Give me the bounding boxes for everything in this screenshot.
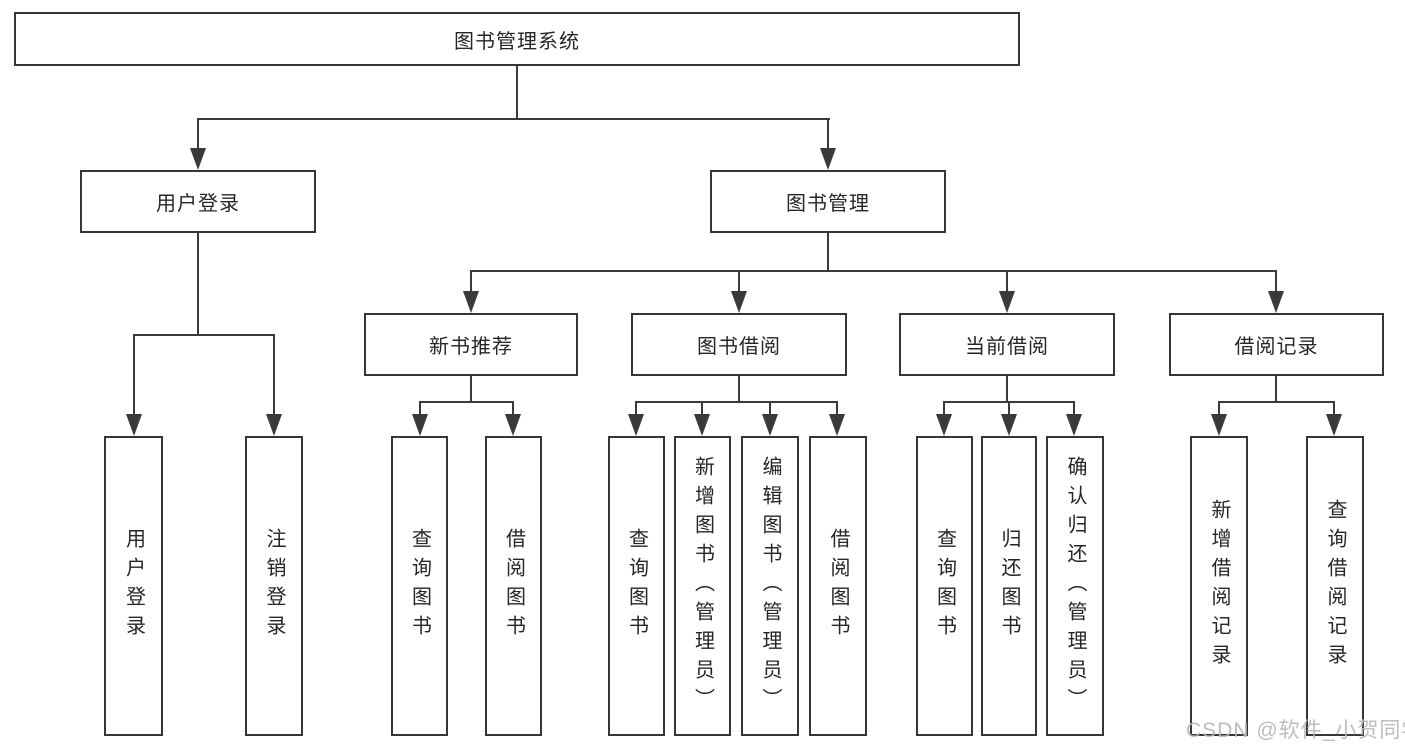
node-book-borrowing: 图书借阅 (631, 313, 847, 376)
leaf-query-books-recommend: 查询图书 (391, 436, 448, 736)
leaf-query-books-borrowing: 查询图书 (608, 436, 665, 736)
leaf-label: 编辑图书（管理员） (759, 455, 781, 717)
connector-line (197, 118, 830, 120)
connector-line (470, 376, 472, 403)
leaf-label: 查询图书 (625, 528, 648, 644)
node-borrowing-records: 借阅记录 (1169, 313, 1384, 376)
connector-line (701, 401, 703, 417)
connector-arrow (190, 148, 206, 170)
leaf-label: 新增借阅记录 (1208, 499, 1230, 673)
leaf-label: 借阅图书 (827, 528, 849, 644)
node-label: 当前借阅 (965, 336, 1049, 358)
connector-line (133, 334, 135, 416)
leaf-user-login: 用户登录 (104, 436, 163, 736)
connector-arrow (1211, 414, 1227, 436)
connector-line (471, 270, 1277, 272)
connector-arrow (1066, 414, 1082, 436)
connector-arrow (829, 414, 845, 436)
leaf-label: 查询借阅记录 (1324, 499, 1346, 673)
leaf-borrow-books-borrowing: 借阅图书 (809, 436, 867, 736)
connector-line (1006, 270, 1008, 294)
leaf-add-books-admin: 新增图书（管理员） (674, 436, 731, 736)
connector-line (738, 376, 740, 403)
connector-line (943, 401, 945, 417)
connector-arrow (820, 148, 836, 170)
connector-line (419, 401, 421, 417)
connector-line (827, 233, 829, 272)
connector-arrow (126, 414, 142, 436)
connector-arrow (463, 291, 479, 313)
connector-arrow (505, 414, 521, 436)
node-user-login: 用户登录 (80, 170, 316, 233)
connector-arrow (731, 291, 747, 313)
connector-line (273, 334, 275, 416)
node-label: 图书管理 (786, 193, 870, 215)
node-new-book-recommendation: 新书推荐 (364, 313, 578, 376)
node-label: 借阅记录 (1234, 336, 1319, 358)
connector-line (133, 334, 275, 336)
leaf-add-borrow-record: 新增借阅记录 (1190, 436, 1248, 736)
connector-line (769, 401, 771, 417)
connector-arrow (266, 414, 282, 436)
connector-line (836, 401, 838, 417)
connector-line (1218, 401, 1335, 403)
node-label: 用户登录 (156, 193, 240, 215)
connector-arrow (1268, 291, 1284, 313)
leaf-query-books-current: 查询图书 (916, 436, 973, 736)
connector-line (1333, 401, 1335, 417)
connector-line (470, 270, 472, 294)
connector-line (738, 270, 740, 294)
connector-line (1275, 376, 1277, 403)
leaf-label: 借阅图书 (502, 528, 525, 644)
connector-line (1008, 401, 1010, 417)
leaf-label: 注销登录 (263, 528, 285, 644)
connector-line (635, 401, 637, 417)
leaf-label: 查询图书 (933, 528, 956, 644)
connector-arrow (762, 414, 778, 436)
connector-arrow (999, 291, 1015, 313)
node-label: 新书推荐 (429, 336, 513, 358)
connector-line (1006, 376, 1008, 403)
connector-line (512, 401, 514, 417)
leaf-label: 归还图书 (998, 528, 1020, 644)
connector-line (1073, 401, 1075, 417)
connector-arrow (412, 414, 428, 436)
connector-line (1218, 401, 1220, 417)
connector-line (516, 66, 518, 120)
leaf-label: 新增图书（管理员） (691, 455, 714, 717)
connector-line (827, 118, 829, 151)
connector-line (419, 401, 514, 403)
leaf-confirm-return-admin: 确认归还（管理员） (1046, 436, 1104, 736)
connector-line (197, 118, 199, 151)
node-current-borrowing: 当前借阅 (899, 313, 1115, 376)
leaf-return-books: 归还图书 (981, 436, 1037, 736)
leaf-label: 查询图书 (408, 528, 431, 644)
connector-arrow (936, 414, 952, 436)
leaf-query-borrow-record: 查询借阅记录 (1306, 436, 1364, 736)
node-book-management-system: 图书管理系统 (14, 12, 1020, 66)
leaf-borrow-books-recommend: 借阅图书 (485, 436, 542, 736)
node-book-management: 图书管理 (710, 170, 946, 233)
connector-line (197, 233, 199, 336)
leaf-edit-books-admin: 编辑图书（管理员） (741, 436, 799, 736)
leaf-label: 确认归还（管理员） (1064, 455, 1086, 717)
leaf-logout: 注销登录 (245, 436, 303, 736)
connector-arrow (1326, 414, 1342, 436)
node-label: 图书管理系统 (454, 30, 580, 53)
connector-arrow (628, 414, 644, 436)
watermark-text: CSDN @软件_小贺同学 (1186, 719, 1405, 742)
connector-line (1275, 270, 1277, 294)
node-label: 图书借阅 (697, 336, 781, 358)
connector-arrow (1001, 414, 1017, 436)
connector-arrow (694, 414, 710, 436)
leaf-label: 用户登录 (122, 528, 145, 644)
connector-line (636, 401, 838, 403)
